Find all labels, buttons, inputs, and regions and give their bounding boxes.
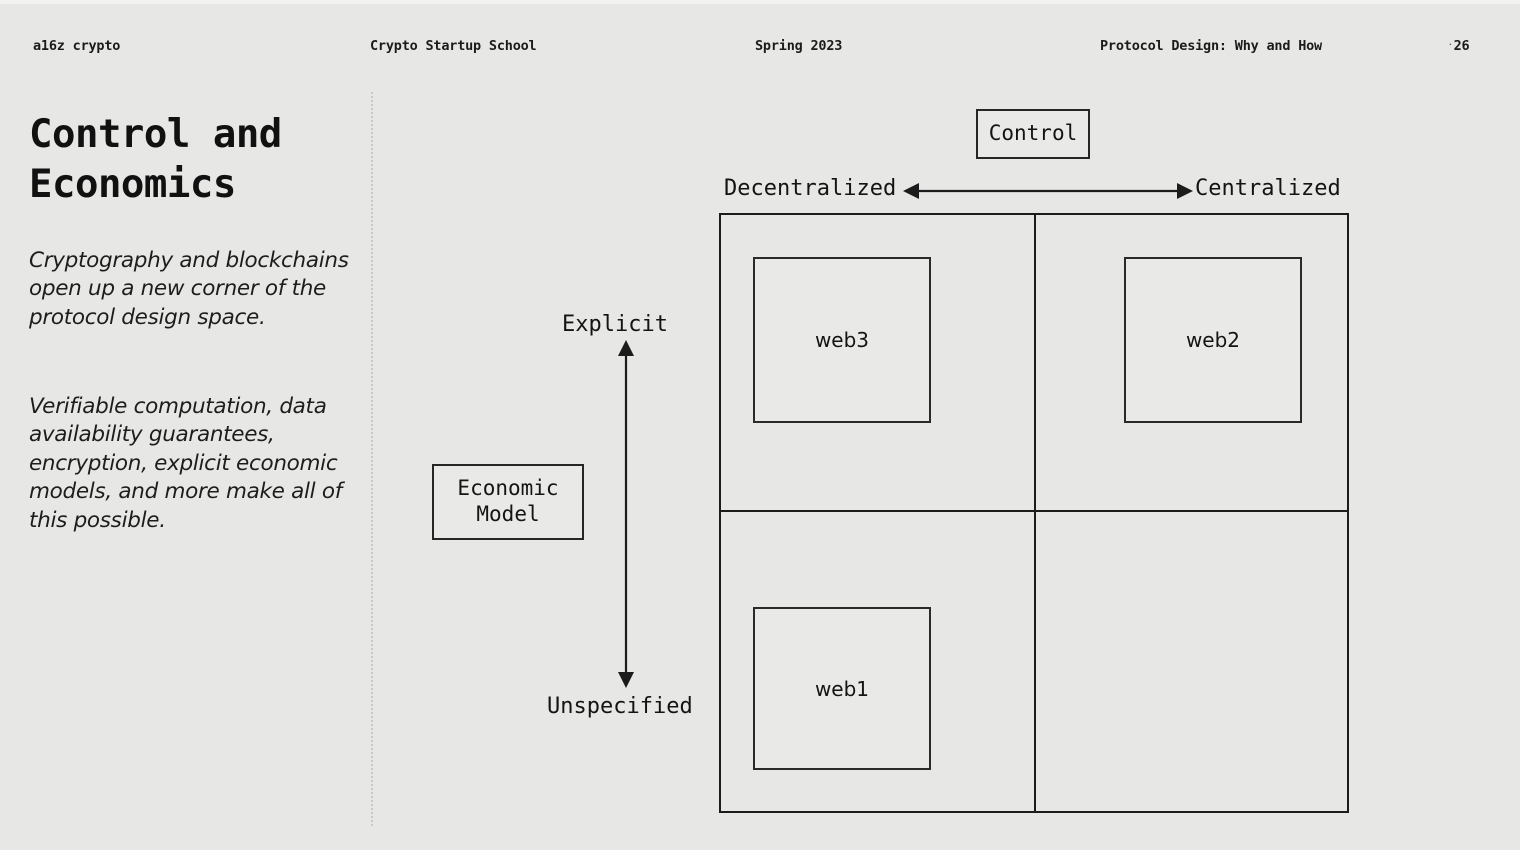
page-title: Control and Economics [29,112,282,207]
y-axis-title-box: Economic Model [432,464,584,540]
grid-horizontal-divider [721,510,1347,513]
quadrant-grid [719,213,1349,813]
x-axis-right-label: Centralized [1195,176,1341,201]
vertical-dotted-divider [371,92,373,826]
header-brand: a16z crypto [33,38,121,54]
x-axis-title-box: Control [976,109,1090,159]
header-course: Crypto Startup School [370,38,537,54]
header-page-number: ·26 [1448,38,1470,54]
y-axis-bottom-label: Unspecified [547,694,693,719]
x-axis-double-arrow-icon [903,183,1193,199]
y-axis-double-arrow-icon [618,340,634,688]
x-axis-left-label: Decentralized [724,176,897,201]
body-paragraph-2: Verifiable computation, data availabilit… [29,394,343,533]
header-term: Spring 2023 [755,38,843,54]
header-lecture-title: Protocol Design: Why and How [1100,38,1322,54]
quadrant-diagram: Control Decentralized Centralized Econom… [0,4,1520,864]
y-axis-top-label: Explicit [562,312,668,337]
quadrant-box-top-right: web2 [1124,257,1302,423]
grid-vertical-divider [1034,215,1036,811]
page-mark-icon: · [1448,40,1453,49]
body-paragraph-1: Cryptography and blockchains open up a n… [29,248,349,330]
quadrant-box-bottom-left: web1 [753,607,931,770]
quadrant-box-top-left: web3 [753,257,931,423]
page-number-value: 26 [1453,38,1470,54]
